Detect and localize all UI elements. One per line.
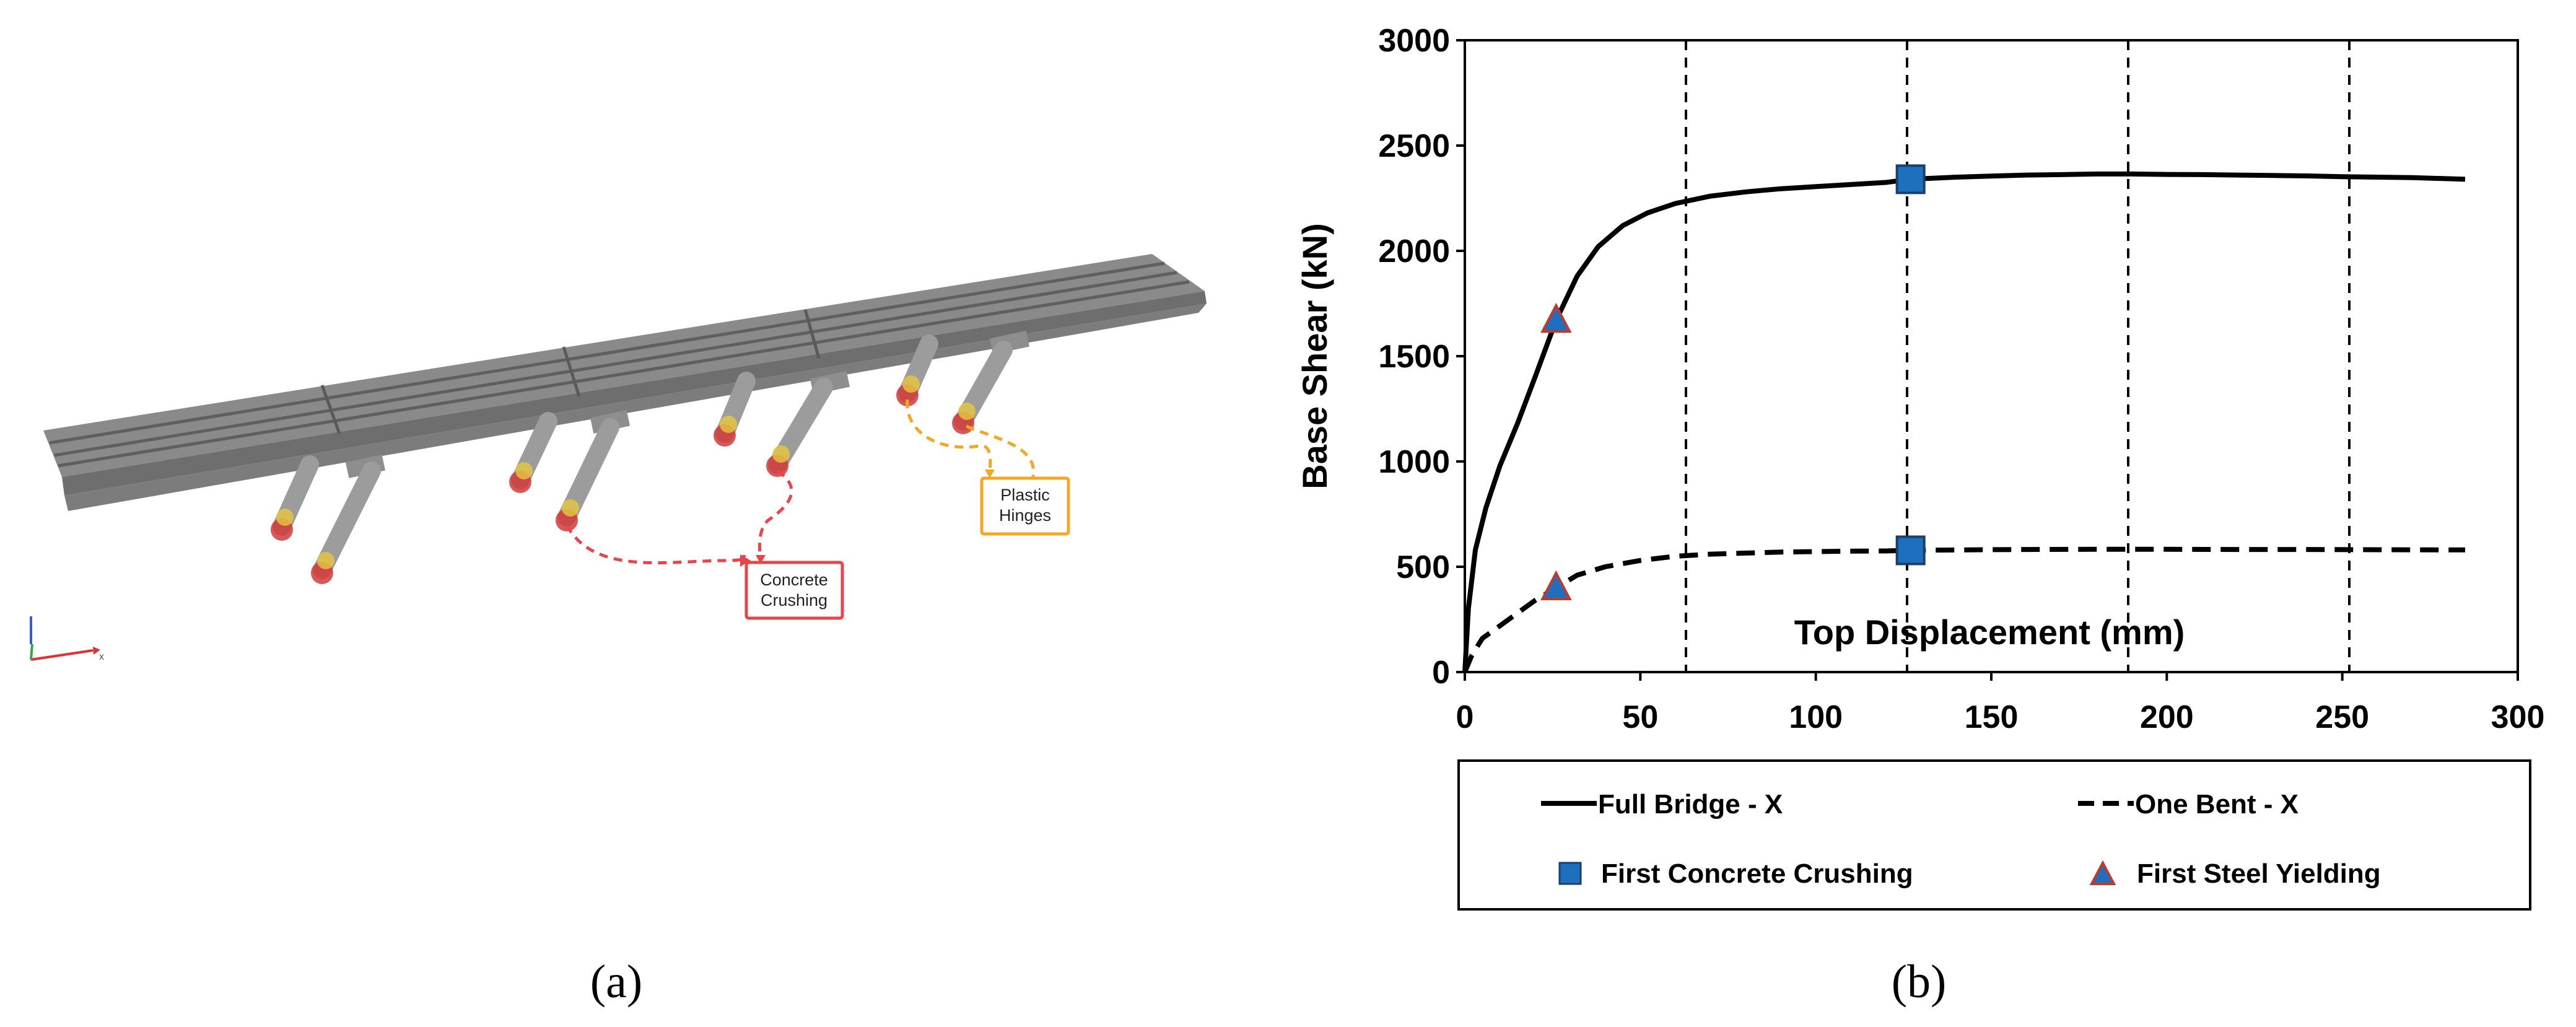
triad-x-axis <box>30 649 94 661</box>
plastic-hinge-marker <box>276 509 294 526</box>
x-tick-label: 100 <box>1789 699 1843 735</box>
plastic-hinge-marker <box>720 416 737 433</box>
panel-a-caption: (a) <box>590 956 642 1008</box>
y-tick-label: 1000 <box>1378 444 1450 480</box>
plastic-hinge-marker <box>772 445 790 463</box>
callout-box-concrete <box>744 561 844 620</box>
x-tick-label: 50 <box>1622 699 1658 735</box>
series-curves <box>1462 171 2466 673</box>
arrowhead <box>985 470 995 478</box>
y-tick-label: 2000 <box>1378 234 1450 269</box>
plot-area <box>1464 39 2519 673</box>
deck-joint <box>562 346 581 397</box>
marker-concrete-crushing <box>1895 535 1926 566</box>
callout-box-hinges <box>980 476 1070 536</box>
y-tick-label: 3000 <box>1378 23 1450 59</box>
panel-a-bridge-model: Concrete Crushing Plastic Hinges x (a) <box>30 254 1207 1008</box>
chart-legend: Full Bridge - X One Bent - X First Concr… <box>1457 759 2531 911</box>
deck-girder-line <box>54 271 1177 457</box>
axis-triad: x <box>30 616 104 662</box>
legend-swatch-concrete-crushing <box>1558 862 1582 885</box>
legend-label-one-bent: One Bent - X <box>2135 789 2299 819</box>
y-tick-label: 0 <box>1432 655 1450 691</box>
vertical-gridlines <box>1685 40 2351 672</box>
series-line-full-bridge <box>1462 171 2466 673</box>
panel-b-caption: (b) <box>1892 956 1947 1008</box>
plastic-hinge-marker <box>902 375 920 393</box>
deck-girder-line <box>58 280 1190 468</box>
series-line-one-bent <box>1462 546 2466 673</box>
marker-concrete-crushing <box>1895 164 1926 194</box>
callout-label-hinges-line1: Plastic <box>1000 486 1050 504</box>
y-tick-label: 1500 <box>1378 339 1450 375</box>
deck-front-edge <box>62 291 1207 496</box>
arrowhead <box>756 555 766 564</box>
triad-y-axis <box>30 644 33 660</box>
callout-arrow-hinges <box>966 424 1035 481</box>
legend-frame <box>1457 759 2531 911</box>
callout-concrete-crushing: Concrete Crushing <box>565 469 844 620</box>
arrowhead <box>93 647 100 655</box>
triad-x-label: x <box>99 652 104 662</box>
bridge-deck <box>43 254 1207 511</box>
callout-label-concrete-line2: Crushing <box>761 591 827 610</box>
x-axis-title: Top Displacement (mm) <box>1794 613 2185 652</box>
plastic-hinge-marker <box>958 403 976 420</box>
marker-steel-yielding <box>1540 570 1572 600</box>
deck-girder-line <box>49 261 1165 445</box>
legend-label-steel-yielding: First Steel Yielding <box>2137 859 2381 889</box>
x-tick-label: 0 <box>1456 699 1474 735</box>
legend-swatch-steel-yielding <box>2089 860 2116 885</box>
y-axis-title: Base Shear (kN) <box>1295 223 1334 489</box>
y-tick-label: 500 <box>1396 549 1450 585</box>
legend-label-full-bridge: Full Bridge - X <box>1598 789 1783 819</box>
callout-arrow-concrete <box>565 524 748 565</box>
deck-joint <box>320 385 341 434</box>
arrowhead <box>740 554 751 567</box>
deck-joint <box>803 309 821 359</box>
x-tick-label: 200 <box>2140 699 2194 735</box>
bridge-bents <box>271 331 1030 584</box>
callout-plastic-hinges: Plastic Hinges <box>906 399 1070 536</box>
callout-arrow-hinges <box>906 399 992 471</box>
x-tick-label: 150 <box>1965 699 2019 735</box>
deck-top <box>43 254 1205 477</box>
y-tick-label: 2500 <box>1378 128 1450 164</box>
callout-label-concrete-line1: Concrete <box>760 570 828 589</box>
x-tick-label: 300 <box>2491 699 2545 735</box>
x-tick-label: 250 <box>2315 699 2369 735</box>
plot-frame <box>1464 39 2519 673</box>
callout-arrow-concrete <box>758 469 793 558</box>
data-markers <box>1540 164 1926 600</box>
legend-label-concrete-crushing: First Concrete Crushing <box>1601 859 1913 889</box>
plastic-hinge-marker <box>317 552 334 569</box>
plastic-hinge-marker <box>515 462 533 479</box>
marker-steel-yielding <box>1540 302 1572 333</box>
callout-label-hinges-line2: Hinges <box>999 506 1051 525</box>
plastic-hinge-marker <box>562 499 579 517</box>
